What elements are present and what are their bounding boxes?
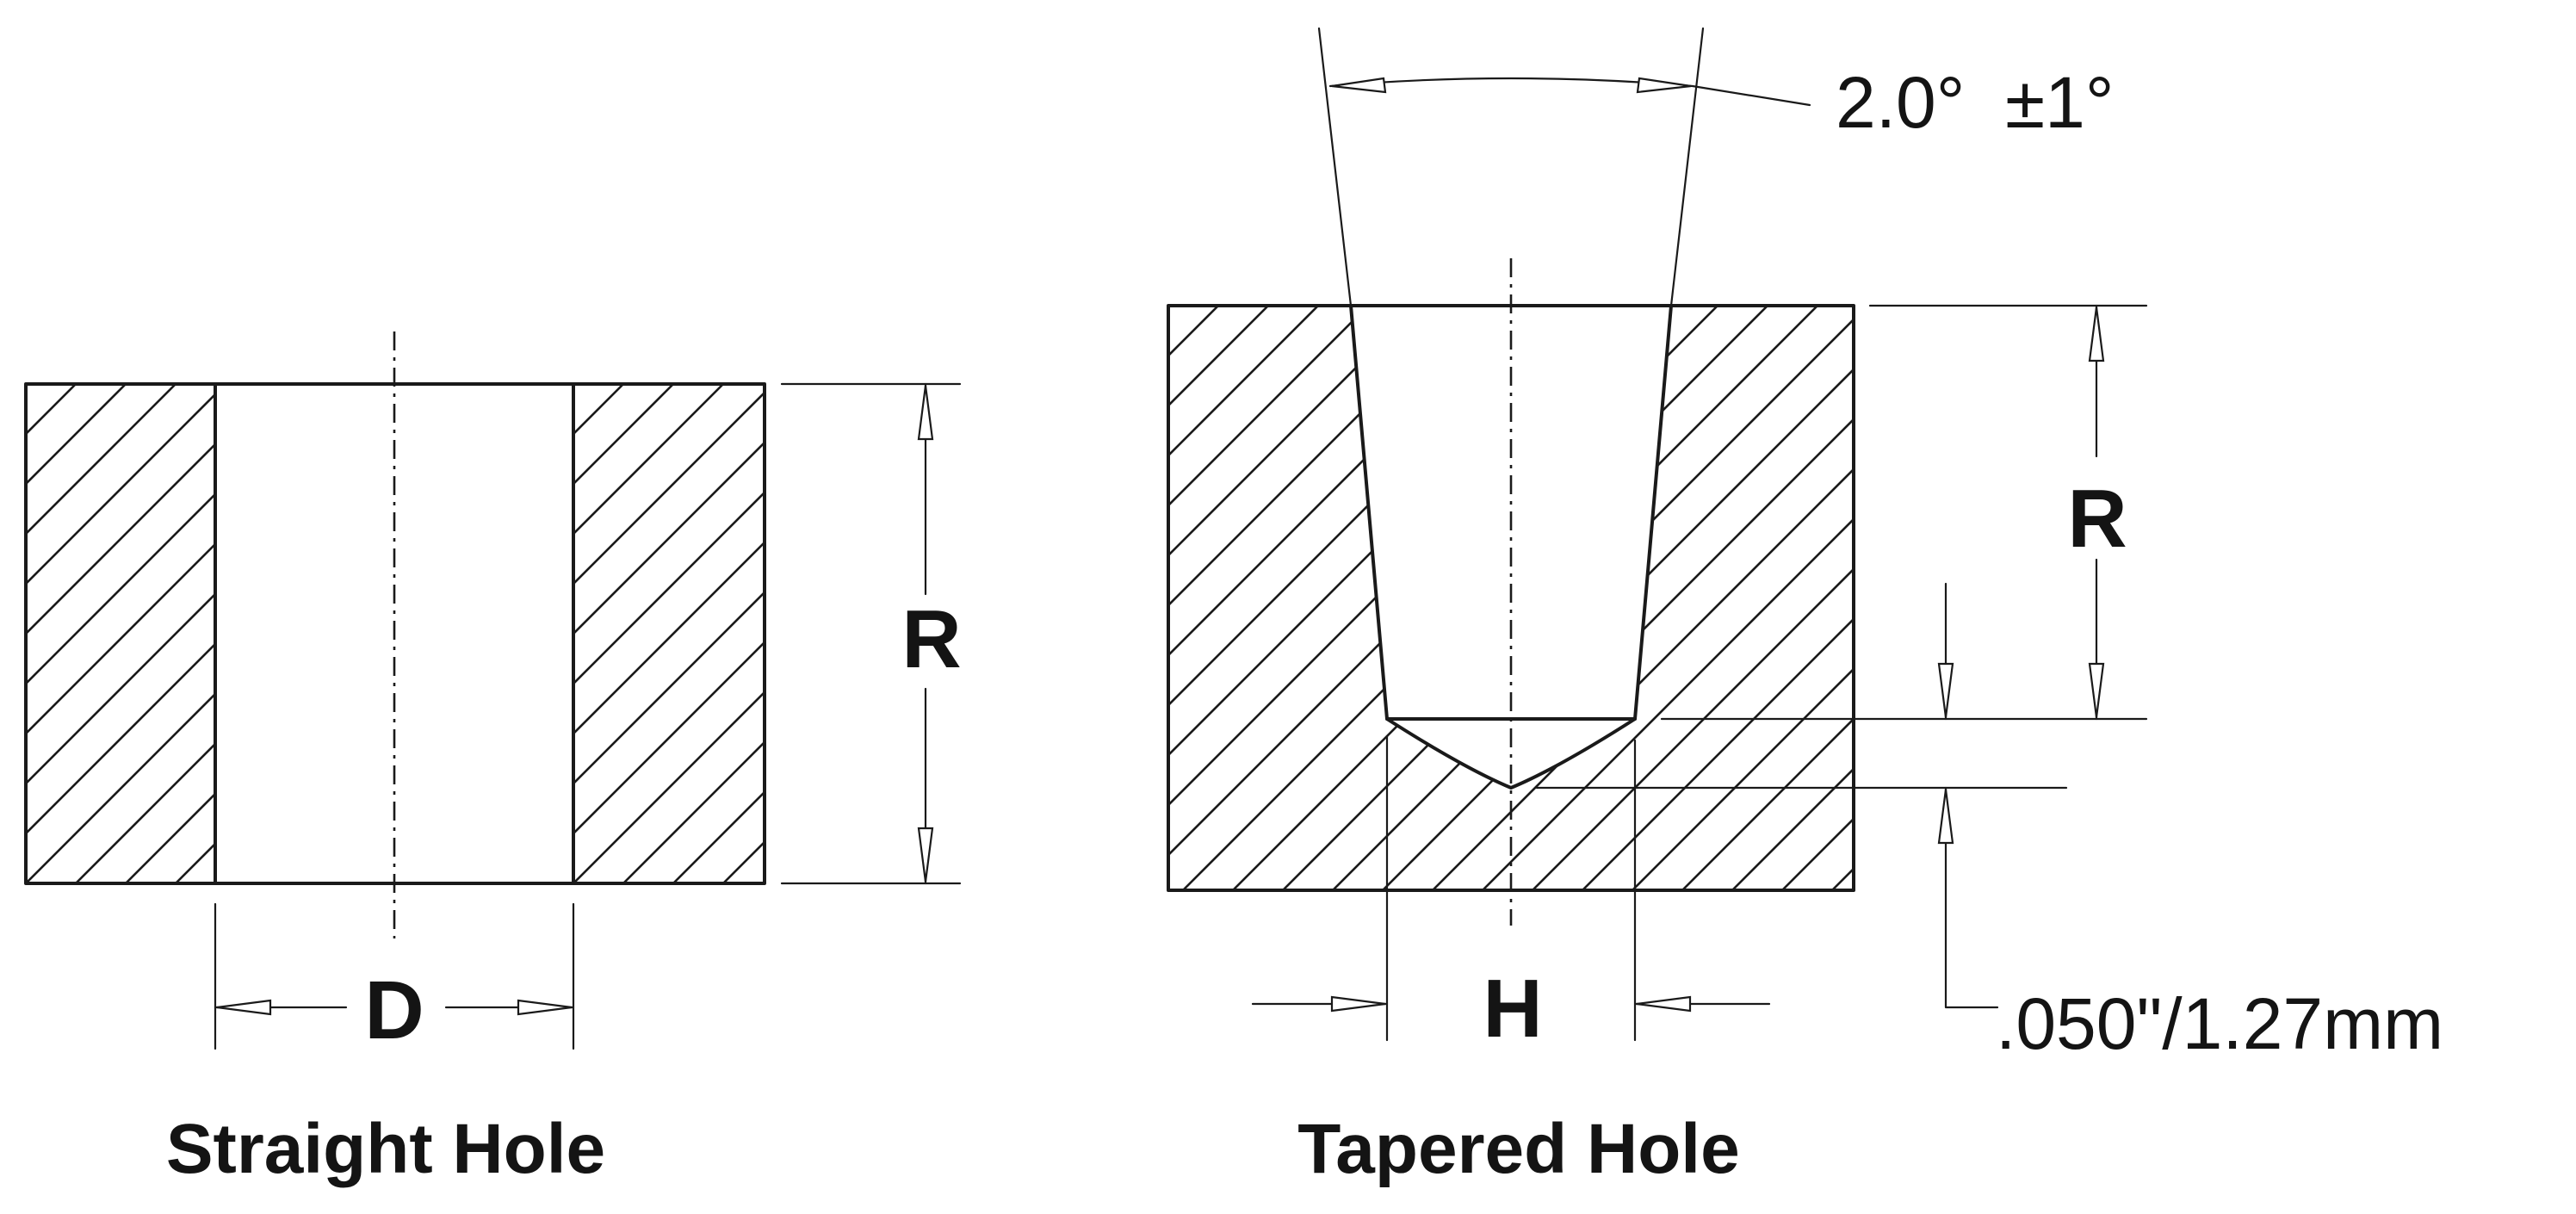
section-hatch-line <box>1182 306 1768 890</box>
section-hatch-line <box>573 384 574 386</box>
section-hatch-line <box>573 384 724 536</box>
tapered-hole-r-arrow-down <box>2088 662 2105 718</box>
straight-hole-r-arrow-up <box>917 385 934 441</box>
section-hatch-line <box>26 642 215 835</box>
tapered-hole-h-arrow-right <box>1636 995 1692 1013</box>
section-hatch-line <box>573 591 765 785</box>
section-hatch-line <box>1282 306 1854 890</box>
section-hatch-line <box>1332 306 1854 890</box>
section-hatch-line <box>573 691 765 883</box>
section-hatch-line <box>573 541 765 735</box>
section-hatch-line <box>1168 306 1718 890</box>
tapered-hole-body-hatch <box>1168 306 2467 890</box>
straight-hole-d-arrow-left <box>216 999 272 1016</box>
section-hatch-line <box>1582 306 1854 890</box>
section-hatch-line <box>1168 306 1269 890</box>
section-hatch-line <box>722 840 765 883</box>
section-hatch-line <box>573 384 674 486</box>
section-hatch-line <box>622 740 765 883</box>
section-hatch-line <box>573 641 765 835</box>
tapered-hole-r-arrow-up <box>2088 307 2105 362</box>
section-hatch-line <box>26 384 27 386</box>
section-hatch-line <box>75 742 215 883</box>
tapered-hole-h-arrow-left <box>1330 995 1386 1013</box>
section-hatch-line <box>573 384 624 436</box>
section-hatch-line <box>26 592 215 785</box>
tapered-hole-offset-leader-bottom <box>1944 786 1999 1009</box>
straight-hole-right-wall <box>572 382 766 885</box>
section-hatch-line <box>1168 306 1519 890</box>
section-hatch-line <box>26 393 215 585</box>
section-hatch-line <box>1681 306 1854 890</box>
tapered-hole-angle-arrow-left <box>1331 77 1387 94</box>
section-hatch-line <box>26 692 215 883</box>
section-hatch-line <box>573 441 765 635</box>
section-hatch-line <box>1781 306 1854 890</box>
section-hatch-line <box>26 492 215 685</box>
section-hatch-line <box>125 792 215 883</box>
tapered-hole-angle-arc <box>1328 77 1811 107</box>
section-hatch-line <box>573 391 765 585</box>
section-hatch-line <box>26 384 77 436</box>
straight-hole-left-wall-hatch <box>26 384 725 883</box>
tapered-hole-offset-arrow-down <box>1937 662 1954 718</box>
tapered-hole-taper-extension-right <box>1669 27 1705 307</box>
tapered-hole-tip-offset-label: .050"/1.27mm <box>1996 983 2443 1064</box>
section-hatch-line <box>773 384 1273 883</box>
tapered-hole-diameter-label: H <box>1483 963 1542 1055</box>
section-hatch-line <box>1882 306 2467 890</box>
section-hatch-line <box>1532 306 1854 890</box>
section-hatch-line <box>1168 306 1169 890</box>
tapered-hole-depth-label: R <box>2067 473 2127 565</box>
tapered-hole-taper-angle-label: 2.0° ±1° <box>1836 62 2114 143</box>
section-hatch-line <box>1168 306 1319 890</box>
section-hatch-line <box>226 384 725 883</box>
section-hatch-line <box>1432 306 1854 890</box>
section-hatch-line <box>26 384 176 536</box>
section-hatch-line <box>1382 306 1854 890</box>
tapered-hole-figure: 2.0° ±1° R .050"/1.27mm H Tapered Hole <box>1167 27 2467 1188</box>
section-hatch-line <box>1168 306 1369 890</box>
straight-hole-caption: Straight Hole <box>166 1110 605 1188</box>
straight-hole-depth-label: R <box>901 593 961 685</box>
section-hatch-line <box>1632 306 1854 890</box>
section-hatch-line <box>1168 306 1469 890</box>
straight-hole-right-wall-hatch <box>573 384 1273 883</box>
straight-hole-diameter-label: D <box>364 964 424 1056</box>
tapered-hole-angle-arrow-right <box>1636 77 1692 94</box>
straight-hole-left-wall <box>24 382 217 885</box>
section-hatch-line <box>1831 306 1854 890</box>
section-hatch-line <box>1731 306 1854 890</box>
section-hatch-line <box>26 443 215 635</box>
tapered-hole-taper-extension-left <box>1317 27 1353 307</box>
straight-hole-d-arrow-right <box>517 999 573 1016</box>
tapered-hole-caption: Tapered Hole <box>1297 1110 1739 1188</box>
section-hatch-line <box>672 790 765 883</box>
tapered-hole-offset-arrow-up <box>1937 789 1954 845</box>
section-hatch-line <box>1168 306 1619 890</box>
section-hatch-line <box>26 542 215 735</box>
straight-hole-r-arrow-down <box>917 827 934 883</box>
section-hatch-line <box>1168 306 1419 890</box>
section-hatch-line <box>175 842 215 883</box>
section-hatch-line <box>26 384 127 486</box>
section-hatch-line <box>1232 306 1818 890</box>
section-hatch-line <box>1168 306 1569 890</box>
section-hatch-line <box>1482 306 1854 890</box>
straight-hole-figure: R D Straight Hole <box>24 331 1273 1188</box>
section-hatch-line <box>573 491 765 685</box>
